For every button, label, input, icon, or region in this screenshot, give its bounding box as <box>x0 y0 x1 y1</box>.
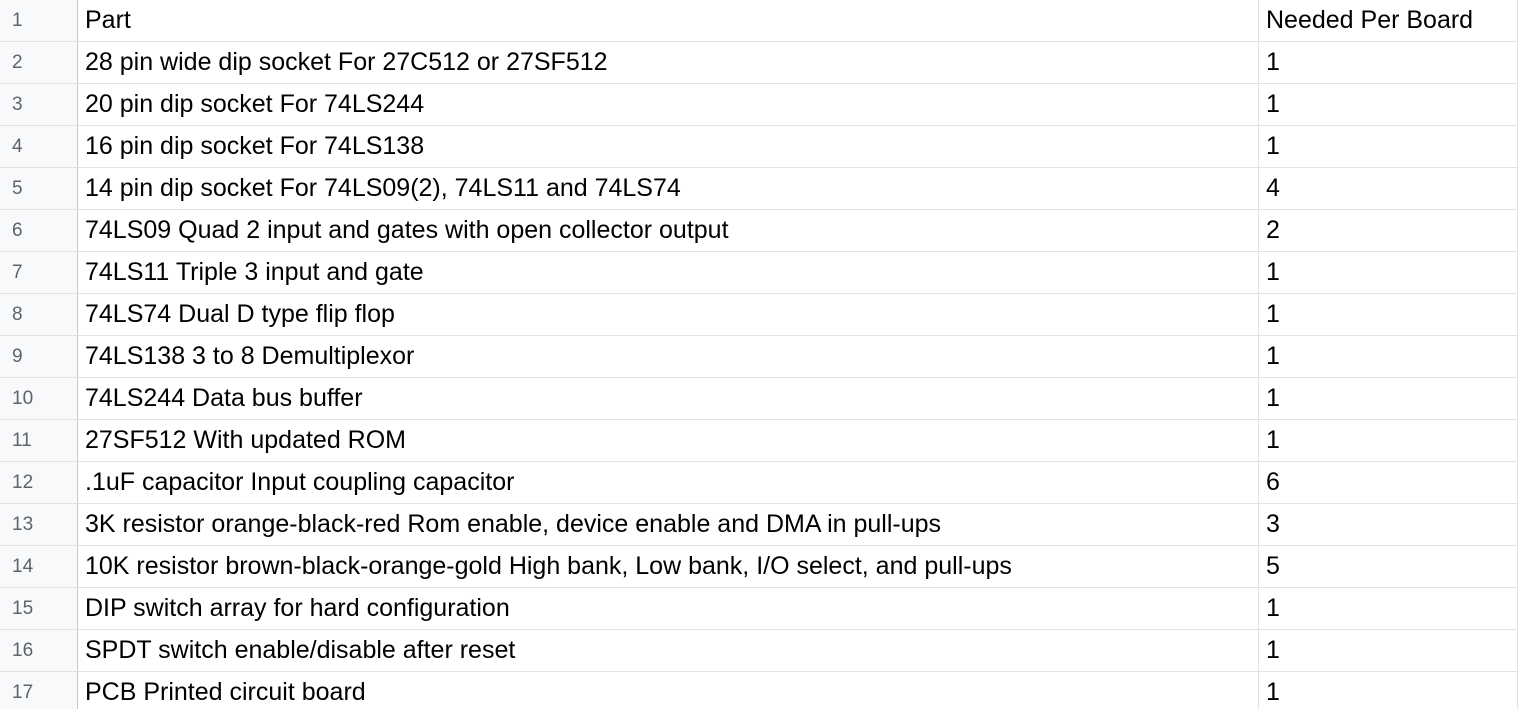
cell-part[interactable]: 14 pin dip socket For 74LS09(2), 74LS11 … <box>77 167 1259 210</box>
cell-part[interactable]: 74LS09 Quad 2 input and gates with open … <box>77 209 1259 252</box>
row-header[interactable]: 8 <box>0 293 78 336</box>
row-header[interactable]: 1 <box>0 0 78 42</box>
row-header[interactable]: 7 <box>0 251 78 294</box>
row-header[interactable]: 17 <box>0 671 78 709</box>
cell-needed-per-board[interactable]: 6 <box>1258 461 1518 504</box>
header-cell-part[interactable]: Part <box>77 0 1259 42</box>
cell-part[interactable]: 3K resistor orange-black-red Rom enable,… <box>77 503 1259 546</box>
cell-needed-per-board[interactable]: 1 <box>1258 335 1518 378</box>
cell-needed-per-board[interactable]: 1 <box>1258 419 1518 462</box>
row-header[interactable]: 12 <box>0 461 78 504</box>
row-header[interactable]: 3 <box>0 83 78 126</box>
cell-needed-per-board[interactable]: 1 <box>1258 83 1518 126</box>
cell-needed-per-board[interactable]: 1 <box>1258 587 1518 630</box>
cell-needed-per-board[interactable]: 1 <box>1258 377 1518 420</box>
row-header[interactable]: 14 <box>0 545 78 588</box>
cell-part[interactable]: 74LS11 Triple 3 input and gate <box>77 251 1259 294</box>
cell-part[interactable]: 28 pin wide dip socket For 27C512 or 27S… <box>77 41 1259 84</box>
cell-part[interactable]: SPDT switch enable/disable after reset <box>77 629 1259 672</box>
cell-part[interactable]: DIP switch array for hard configuration <box>77 587 1259 630</box>
cell-needed-per-board[interactable]: 1 <box>1258 629 1518 672</box>
cell-part[interactable]: 10K resistor brown-black-orange-gold Hig… <box>77 545 1259 588</box>
cell-needed-per-board[interactable]: 1 <box>1258 671 1518 709</box>
cell-needed-per-board[interactable]: 5 <box>1258 545 1518 588</box>
cell-part[interactable]: 74LS138 3 to 8 Demultiplexor <box>77 335 1259 378</box>
row-header[interactable]: 2 <box>0 41 78 84</box>
row-header[interactable]: 6 <box>0 209 78 252</box>
cell-needed-per-board[interactable]: 1 <box>1258 125 1518 168</box>
row-header[interactable]: 5 <box>0 167 78 210</box>
cell-needed-per-board[interactable]: 4 <box>1258 167 1518 210</box>
cell-part[interactable]: 27SF512 With updated ROM <box>77 419 1259 462</box>
row-header[interactable]: 11 <box>0 419 78 462</box>
table-row: 12.1uF capacitor Input coupling capacito… <box>0 461 1518 504</box>
row-header[interactable]: 10 <box>0 377 78 420</box>
row-header[interactable]: 16 <box>0 629 78 672</box>
header-row: 1 Part Needed Per Board <box>0 0 1518 42</box>
row-header[interactable]: 4 <box>0 125 78 168</box>
cell-part[interactable]: PCB Printed circuit board <box>77 671 1259 709</box>
cell-part[interactable]: 16 pin dip socket For 74LS138 <box>77 125 1259 168</box>
cell-part[interactable]: 20 pin dip socket For 74LS244 <box>77 83 1259 126</box>
cell-needed-per-board[interactable]: 1 <box>1258 41 1518 84</box>
row-header[interactable]: 13 <box>0 503 78 546</box>
cell-needed-per-board[interactable]: 1 <box>1258 251 1518 294</box>
cell-needed-per-board[interactable]: 2 <box>1258 209 1518 252</box>
cell-part[interactable]: .1uF capacitor Input coupling capacitor <box>77 461 1259 504</box>
header-cell-needed-per-board[interactable]: Needed Per Board <box>1258 0 1518 42</box>
row-header[interactable]: 15 <box>0 587 78 630</box>
cell-needed-per-board[interactable]: 3 <box>1258 503 1518 546</box>
cell-needed-per-board[interactable]: 1 <box>1258 293 1518 336</box>
cell-part[interactable]: 74LS244 Data bus buffer <box>77 377 1259 420</box>
row-header[interactable]: 9 <box>0 335 78 378</box>
cell-part[interactable]: 74LS74 Dual D type flip flop <box>77 293 1259 336</box>
